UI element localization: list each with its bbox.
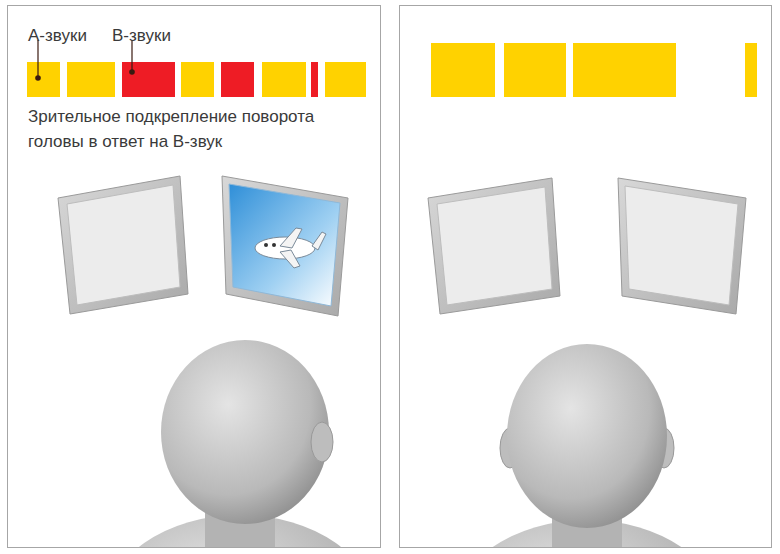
plane-wing <box>280 250 300 268</box>
infant-head <box>507 344 667 528</box>
panel-box: A-звукиB-звукиЗрительное подкрепление по… <box>7 5 381 548</box>
monitor-screen <box>229 184 340 306</box>
sound-sequence <box>431 43 757 97</box>
panel-border <box>400 6 772 548</box>
plane-wing <box>280 228 302 248</box>
monitor-frame <box>428 178 560 314</box>
leader-lines <box>35 40 135 81</box>
infant-figure <box>105 340 375 547</box>
monitor-left <box>428 178 560 314</box>
monitor-right <box>618 178 746 314</box>
b-sound-bar <box>311 62 318 97</box>
monitor-frame <box>58 176 188 314</box>
monitor-frame <box>222 176 348 316</box>
monitor-left <box>58 176 188 314</box>
a-sound-bar <box>27 62 60 97</box>
leader-line <box>37 40 38 78</box>
a-sound-bar <box>745 43 757 97</box>
leader-dot <box>35 75 41 81</box>
infant-ear <box>311 422 333 462</box>
leader-dot <box>129 69 135 75</box>
infant-head <box>161 340 329 524</box>
a-sound-bar <box>262 62 306 97</box>
monitor-screen <box>437 187 552 305</box>
airplane-picture <box>255 228 326 268</box>
plane-eye <box>272 243 276 247</box>
sound-label: A-звуки <box>28 23 118 48</box>
monitor-frame <box>618 178 746 314</box>
a-sound-bar <box>325 62 366 97</box>
a-sound-bar <box>181 62 214 97</box>
a-sound-bar <box>431 43 495 97</box>
a-sound-bar <box>573 43 676 97</box>
monitor-screen <box>67 185 180 305</box>
caption-text: Зрительное подкрепление поворота головы … <box>28 104 373 154</box>
sound-label: B-звуки <box>112 23 202 48</box>
sound-sequence <box>27 62 366 97</box>
monitor-right <box>222 176 348 316</box>
b-sound-bar <box>122 62 175 97</box>
infant-figure <box>452 344 722 547</box>
a-sound-bar <box>67 62 115 97</box>
plane-eye <box>264 243 268 247</box>
b-sound-bar <box>221 62 254 97</box>
plane-tail <box>312 232 326 250</box>
a-sound-bar <box>504 43 566 97</box>
monitor-screen <box>625 186 738 305</box>
